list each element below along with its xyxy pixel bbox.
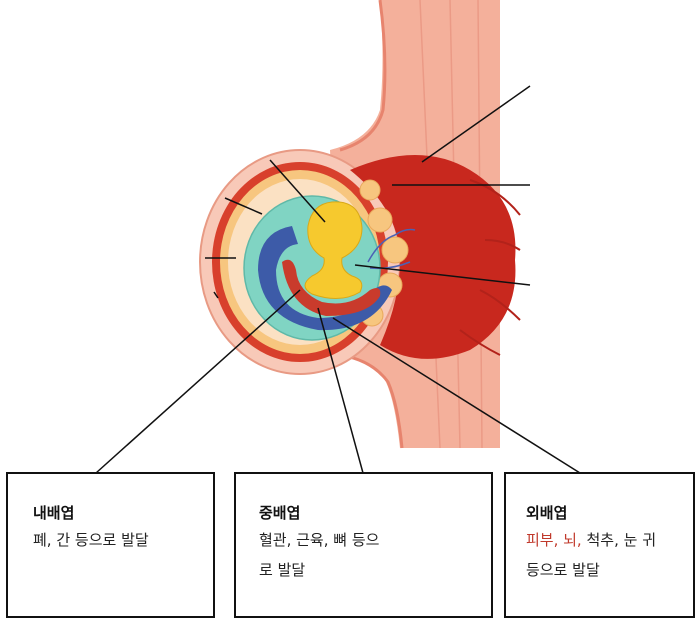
mesoderm-box: 중배엽 혈관, 근육, 뼈 등으 로 발달	[234, 472, 493, 618]
ectoderm-description-rest: 척추, 눈 귀	[582, 531, 656, 549]
ectoderm-description: 피부, 뇌, 척추, 눈 귀 등으로 발달	[526, 525, 656, 585]
ectoderm-description-line2: 등으로 발달	[526, 555, 656, 585]
ectoderm-box: 외배엽 피부, 뇌, 척추, 눈 귀 등으로 발달	[504, 472, 695, 618]
mesoderm-title: 중배엽	[259, 502, 300, 523]
endoderm-box: 내배엽 폐, 간 등으로 발달	[6, 472, 215, 618]
endoderm-description: 폐, 간 등으로 발달	[33, 525, 149, 555]
mesoderm-description-line2: 로 발달	[259, 555, 379, 585]
mesoderm-description-line1: 혈관, 근육, 뼈 등으	[259, 525, 379, 555]
ectoderm-highlight: 피부, 뇌,	[526, 531, 582, 549]
ectoderm-description-line1: 피부, 뇌, 척추, 눈 귀	[526, 525, 656, 555]
ectoderm-title: 외배엽	[526, 502, 567, 523]
endoderm-title: 내배엽	[33, 502, 74, 523]
mesoderm-description: 혈관, 근육, 뼈 등으 로 발달	[259, 525, 379, 585]
